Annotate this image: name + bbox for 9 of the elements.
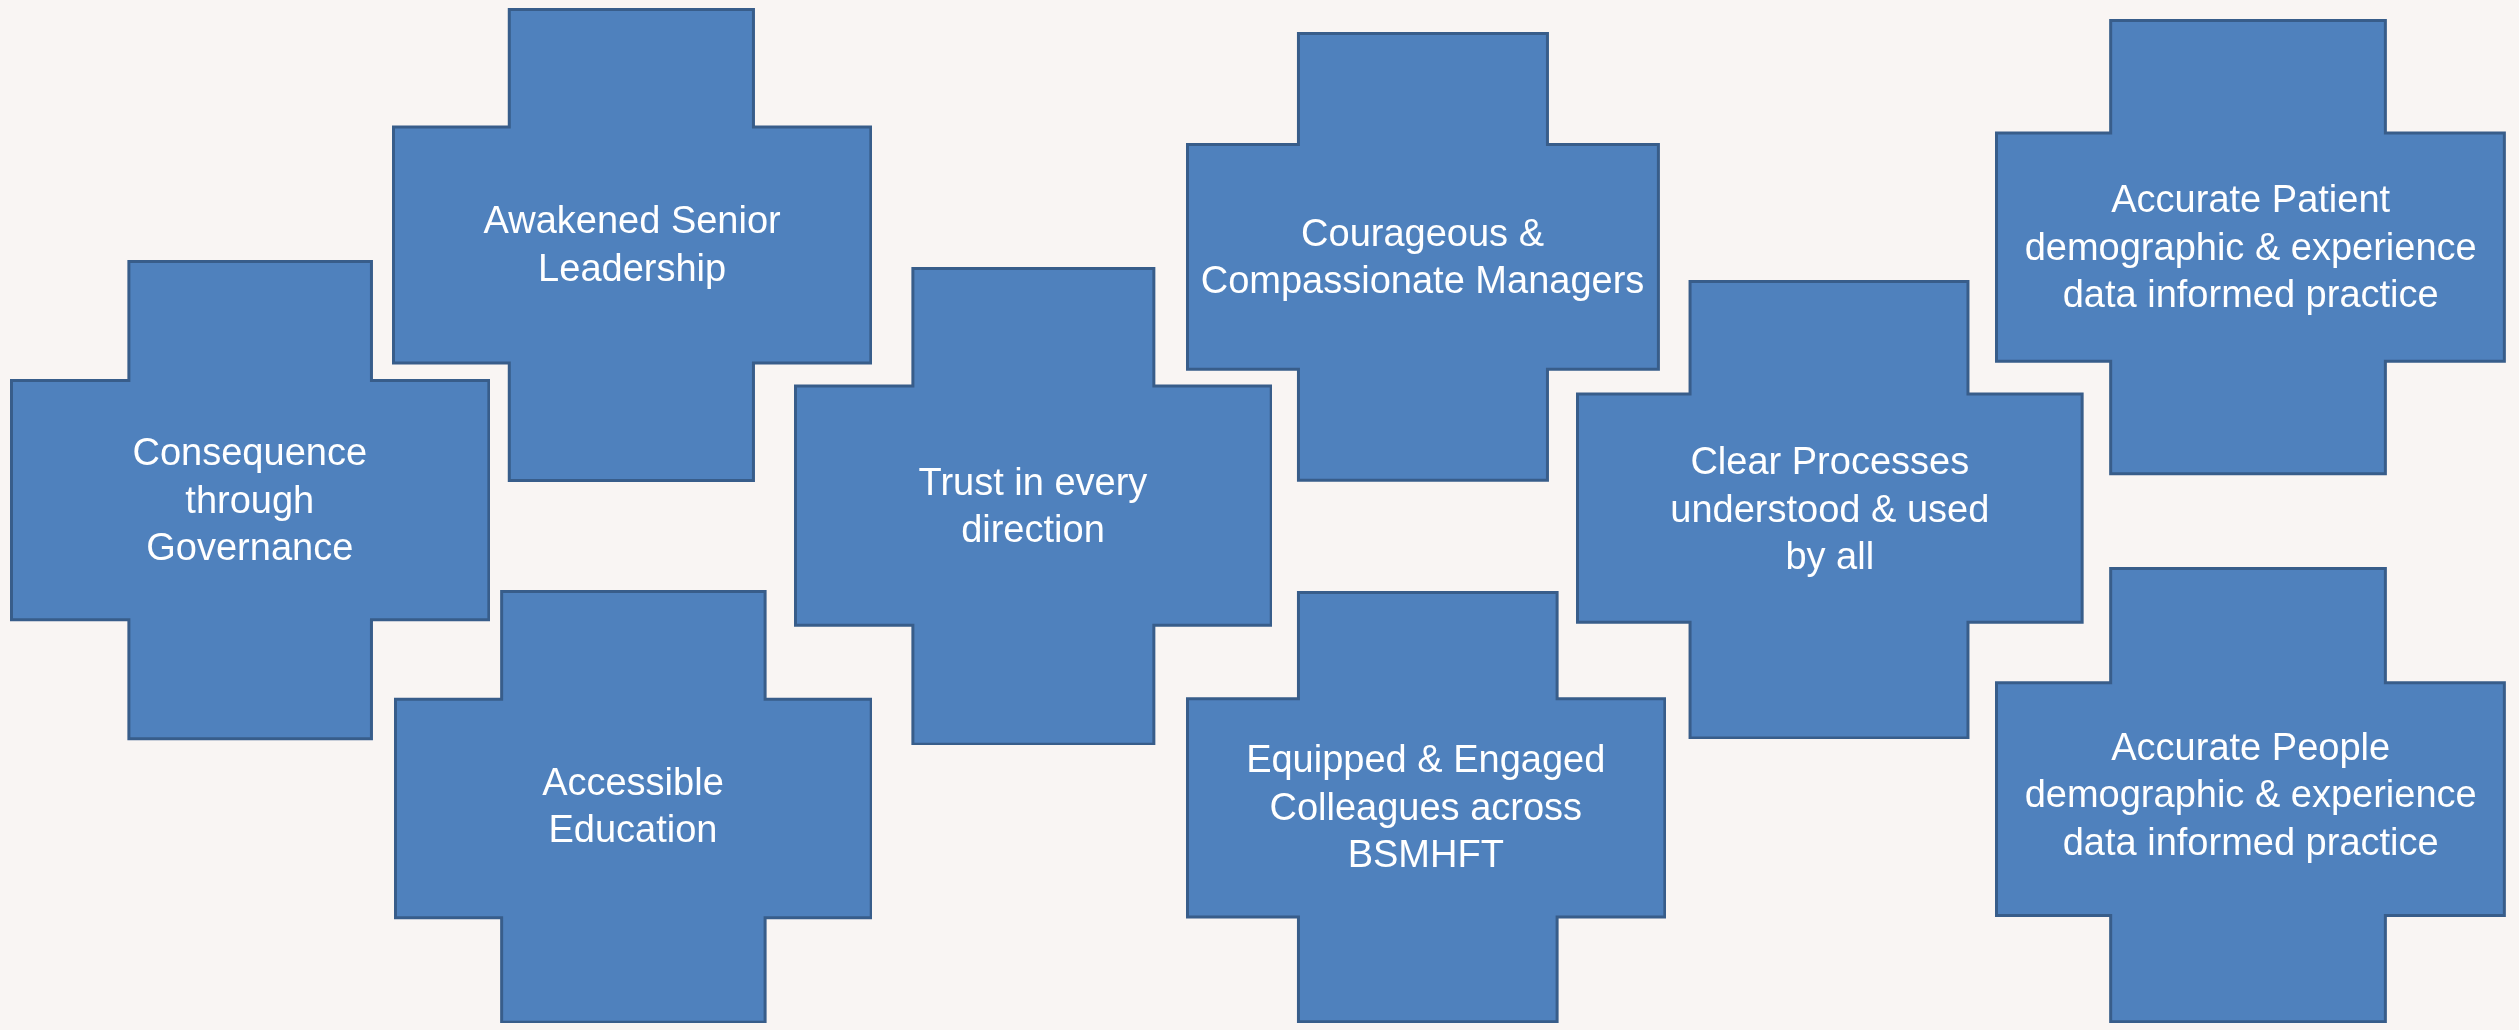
cross-text: Accurate People demographic & experience data informed practice (2023, 724, 2478, 865)
cross-text: Awakened Senior Leadership (482, 198, 782, 291)
cross-text: Accurate Patient demographic & experience data informed practice (2023, 177, 2478, 318)
cross-text: Courageous & Compassionate Managers (1199, 210, 1646, 304)
cross-text: Clear Processes understood & used by all (1669, 439, 1991, 579)
cross-text: Trust in every direction (917, 459, 1149, 553)
cross-text: Accessible Education (541, 759, 725, 853)
cross-text: Consequence through Governance (131, 430, 369, 571)
cross-text: Equipped & Engaged Colleagues across BSMHFT (1245, 737, 1607, 877)
